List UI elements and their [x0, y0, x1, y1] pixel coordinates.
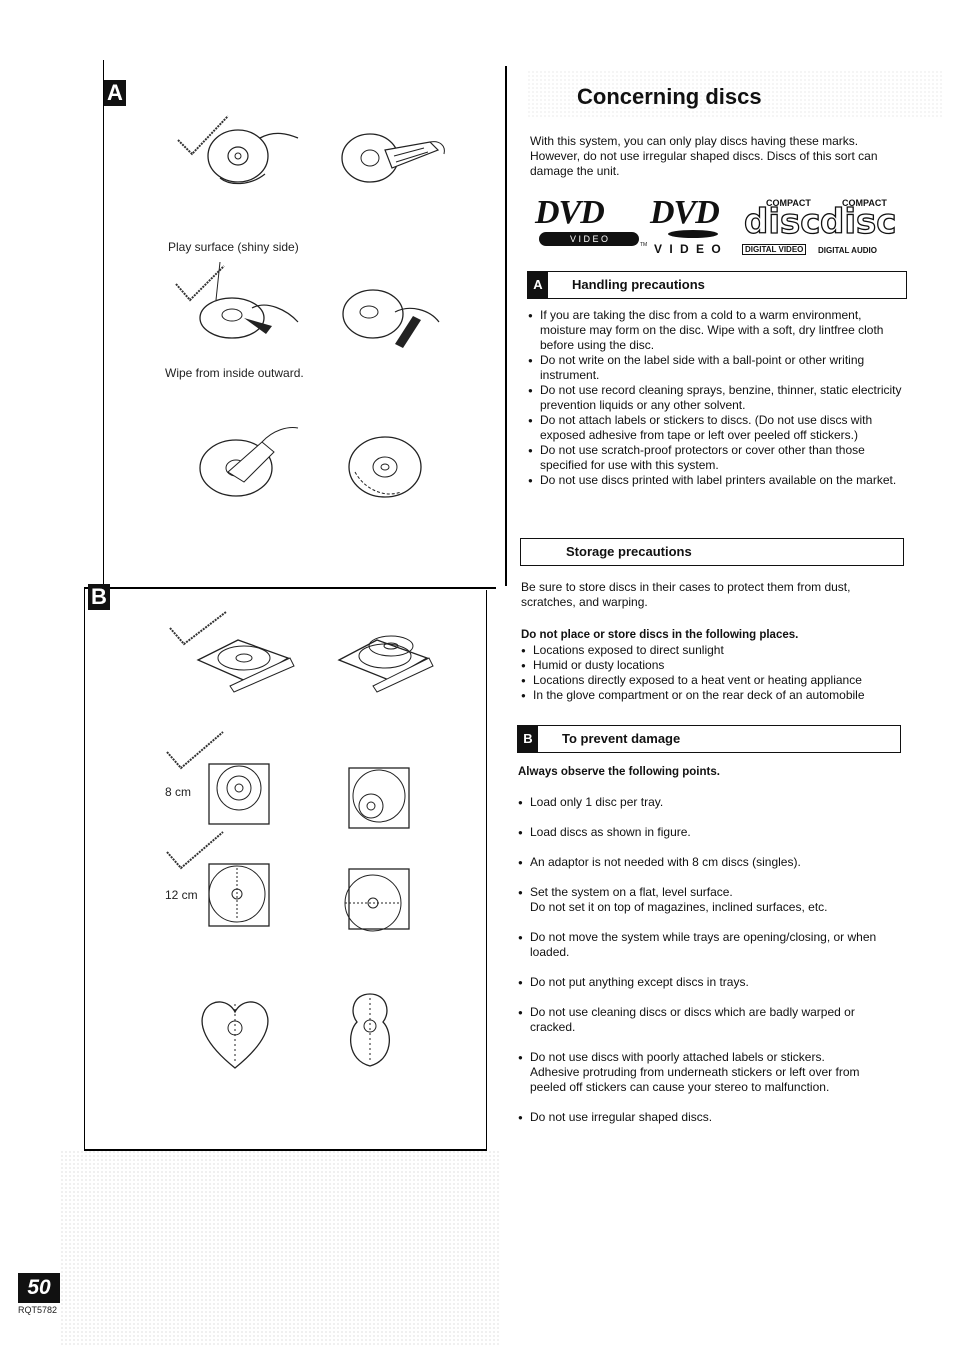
- model-code: RQT5782: [18, 1305, 58, 1315]
- dvd-logo-1-word: DVD: [535, 194, 605, 231]
- panel-a-left-rule: [103, 60, 104, 590]
- page-title: Concerning discs: [577, 84, 762, 109]
- label-12cm: 12 cm: [165, 888, 198, 902]
- dvd-logo-2-disc: [668, 230, 718, 238]
- title-texture: [527, 70, 942, 118]
- dvd-logo-tm: TM: [640, 242, 648, 248]
- disc-wiping-figure-correct: [175, 261, 299, 339]
- section-b-tag: B: [518, 726, 538, 752]
- dvd-video-logo-2: DVD V I D E O TM: [640, 194, 740, 257]
- list-item: An adaptor is not needed with 8 cm discs…: [518, 855, 896, 870]
- storage-locations-list: Locations exposed to direct sunlight Hum…: [521, 643, 901, 703]
- list-item: Do not attach labels or stickers to disc…: [528, 413, 906, 443]
- list-item: Set the system on a flat, level surface.…: [518, 885, 896, 915]
- list-item: Do not use scratch-proof protectors or c…: [528, 443, 906, 473]
- tray-single-disc-figure: [169, 611, 295, 693]
- caption-play-surface: Play surface (shiny side): [168, 240, 299, 254]
- heart-shaped-disc-figure: [201, 1001, 269, 1069]
- prevent-damage-header: B To prevent damage: [517, 725, 901, 753]
- column-divider: [505, 66, 507, 586]
- dvd-logo-1-sub: V I D E O: [539, 232, 639, 246]
- disc-cleaning-cloth-figure: [199, 427, 299, 497]
- list-item: In the glove compartment or on the rear …: [521, 688, 901, 703]
- dvd-video-logo-1: DVD V I D E O: [535, 196, 643, 250]
- 12cm-disc-incorrect-figure: [344, 868, 410, 932]
- panel-b-left-rule: [84, 588, 85, 1150]
- 12cm-disc-correct-figure: [166, 831, 270, 927]
- bottom-texture: [60, 1150, 500, 1345]
- page-number: 50: [18, 1273, 60, 1303]
- list-item: Load discs as shown in figure.: [518, 825, 896, 840]
- list-item: Do not write on the label side with a ba…: [528, 353, 906, 383]
- handling-precautions-title: Handling precautions: [572, 277, 705, 292]
- list-item: Humid or dusty locations: [521, 658, 901, 673]
- list-item: Load only 1 disc per tray.: [518, 795, 896, 810]
- compact-disc-audio-logo: COMPACT disc DIGITAL AUDIO: [818, 198, 908, 258]
- cd-video-word: disc: [743, 202, 821, 242]
- list-item: Do not use record cleaning sprays, benzi…: [528, 383, 906, 413]
- compact-disc-video-logo: COMPACT disc DIGITAL VIDEO: [742, 198, 821, 258]
- section-a-tag: A: [528, 272, 548, 298]
- prevent-damage-subhead: Always observe the following points.: [518, 766, 720, 778]
- 8cm-disc-correct-figure: [166, 731, 270, 825]
- list-item: If you are taking the disc from a cold t…: [528, 308, 906, 353]
- cd-audio-bottom: DIGITAL AUDIO: [818, 246, 877, 255]
- list-item: Do not put anything except discs in tray…: [518, 975, 896, 990]
- dvd-logo-2-sub: V I D E O: [654, 242, 723, 256]
- intro-text: With this system, you can only play disc…: [530, 134, 878, 178]
- cd-video-bottom: DIGITAL VIDEO: [742, 244, 807, 255]
- cd-audio-top: COMPACT: [842, 198, 887, 208]
- storage-text: Be sure to store discs in their cases to…: [521, 580, 851, 609]
- storage-precautions-title: Storage precautions: [566, 544, 692, 559]
- list-item: Do not use discs with poorly attached la…: [518, 1050, 896, 1095]
- handling-precautions-list: If you are taking the disc from a cold t…: [528, 308, 906, 488]
- 8cm-disc-incorrect-figure: [348, 767, 410, 829]
- disc-clean-result-figure: [348, 436, 422, 498]
- handling-precautions-header: A Handling precautions: [527, 271, 907, 299]
- cd-audio-word: disc: [819, 202, 897, 242]
- panel-a-tag: A: [104, 80, 126, 106]
- list-item: Do not use discs printed with label prin…: [528, 473, 906, 488]
- prevent-damage-title: To prevent damage: [562, 731, 681, 746]
- list-item: Do not use cleaning discs or discs which…: [518, 1005, 896, 1035]
- prevent-damage-list: Load only 1 disc per tray. Load discs as…: [518, 780, 896, 1140]
- storage-subhead: Do not place or store discs in the follo…: [521, 629, 799, 641]
- list-item: Locations exposed to direct sunlight: [521, 643, 901, 658]
- cd-video-top: COMPACT: [766, 198, 811, 208]
- caption-wipe: Wipe from inside outward.: [165, 366, 304, 380]
- panel-b-bottom-rule: [84, 1149, 487, 1151]
- odd-shaped-disc-figure: [350, 993, 390, 1067]
- disc-holding-figure-incorrect: [341, 133, 445, 183]
- dvd-logo-2-word: DVD: [650, 194, 720, 231]
- disc-holding-figure-correct: [177, 115, 299, 185]
- list-item: Locations directly exposed to a heat ven…: [521, 673, 901, 688]
- panel-b-top-rule: [84, 587, 496, 589]
- panel-b-right-rule: [486, 590, 487, 1150]
- disc-wiping-figure-incorrect: [342, 289, 440, 348]
- tray-stacked-discs-figure: [337, 635, 434, 693]
- storage-precautions-header: Storage precautions: [520, 538, 904, 566]
- panel-b-tag: B: [88, 584, 110, 610]
- list-item: Do not use irregular shaped discs.: [518, 1110, 896, 1125]
- list-item: Do not move the system while trays are o…: [518, 930, 896, 960]
- label-8cm: 8 cm: [165, 785, 192, 799]
